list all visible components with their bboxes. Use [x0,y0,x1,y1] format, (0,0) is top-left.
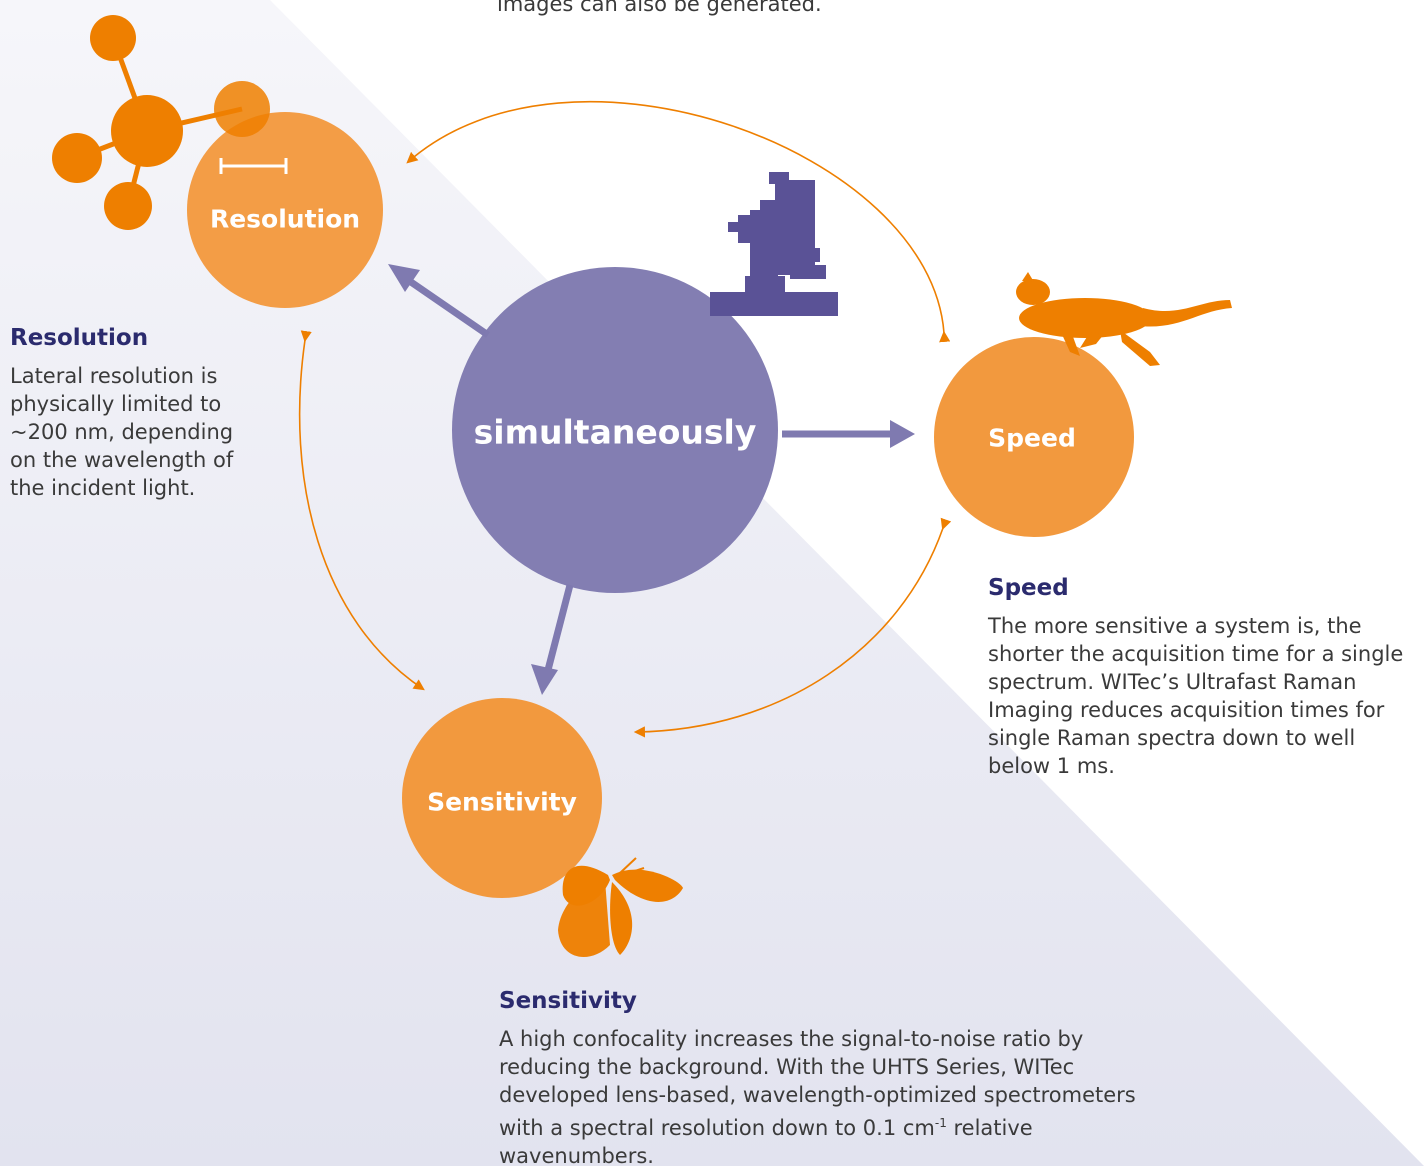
microscope-icon [710,172,838,316]
molecule-atom-overlap [214,81,270,137]
scale-bar-icon [219,158,288,174]
sensitivity-line-4-tail: relative [946,1116,1033,1140]
top-caption: images can also be generated. [497,0,822,16]
speed-line: Imaging reduces acquisition times for [988,698,1385,722]
sensitivity-description: A high confocality increases the signal-… [499,1025,1136,1170]
sensitivity-circle [402,698,602,898]
resolution-line: physically limited to [10,392,222,416]
resolution-line: Lateral resolution is [10,364,218,388]
superscript-exponent: -1 [934,1116,947,1130]
arrow-resolution-speed [406,100,951,343]
arrow-speed-sensitivity [633,517,952,738]
sensitivity-line: reducing the background. With the UHTS S… [499,1055,1075,1079]
resolution-title: Resolution [10,325,149,351]
butterfly-icon [558,857,683,957]
sensitivity-line-4-text: with a spectral resolution down to 0.1 c… [499,1116,935,1140]
sensitivity-title: Sensitivity [499,988,637,1014]
arrow-resolution-sensitivity [298,330,425,691]
speed-line: below 1 ms. [988,754,1115,778]
purple-arrows [388,264,915,695]
resolution-line: ~200 nm, depending [10,420,234,444]
resolution-description: Lateral resolution is physically limited… [10,362,233,502]
resolution-circle [187,112,383,308]
center-label: simultaneously [473,412,757,452]
sensitivity-line-4: with a spectral resolution down to 0.1 c… [499,1109,1136,1142]
cheetah-icon [1016,272,1232,366]
speed-circle-label: Speed [988,423,1076,453]
center-circle [452,267,778,593]
sensitivity-circle-label: Sensitivity [427,787,577,817]
sensitivity-line: A high confocality increases the signal-… [499,1027,1084,1051]
sensitivity-line: wavenumbers. [499,1144,654,1168]
sensitivity-line: developed lens-based, wavelength-optimiz… [499,1083,1136,1107]
resolution-line: on the wavelength of [10,448,234,472]
speed-line: single Raman spectra down to well [988,726,1356,750]
resolution-line: the incident light. [10,476,196,500]
speed-line: shorter the acquisition time for a singl… [988,642,1404,666]
speed-line: spectrum. WITec’s Ultrafast Raman [988,670,1357,694]
speed-title: Speed [988,575,1069,601]
resolution-circle-label: Resolution [209,204,361,234]
speed-description: The more sensitive a system is, the shor… [988,612,1403,780]
speed-circle [934,337,1134,537]
speed-line: The more sensitive a system is, the [988,614,1362,638]
